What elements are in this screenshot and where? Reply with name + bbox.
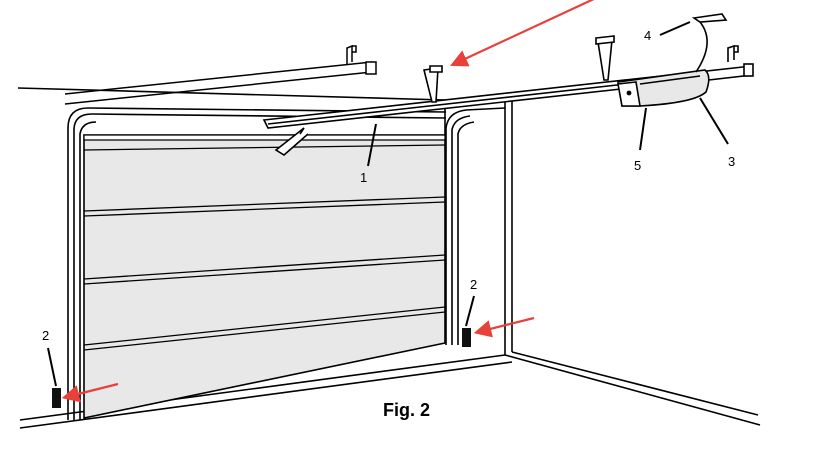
sensor-right xyxy=(462,328,471,347)
opener-unit xyxy=(617,69,710,107)
figure-caption: Fig. 2 xyxy=(383,400,430,420)
callout-power-cord: 4 xyxy=(644,28,651,43)
opener-rail xyxy=(262,35,754,156)
callout-opener-unit: 3 xyxy=(728,154,735,169)
sectional-door xyxy=(83,134,446,419)
pointer-arrows xyxy=(61,0,595,403)
callout-sensor-left: 2 xyxy=(42,328,49,343)
left-wall-track xyxy=(64,44,377,105)
callout-sensor-right: 2 xyxy=(470,277,477,292)
sensor-left xyxy=(52,388,61,408)
callout-rail: 1 xyxy=(360,170,367,185)
callout-light-cover: 5 xyxy=(634,158,641,173)
leader-lines xyxy=(47,21,729,387)
power-cord xyxy=(691,13,728,73)
